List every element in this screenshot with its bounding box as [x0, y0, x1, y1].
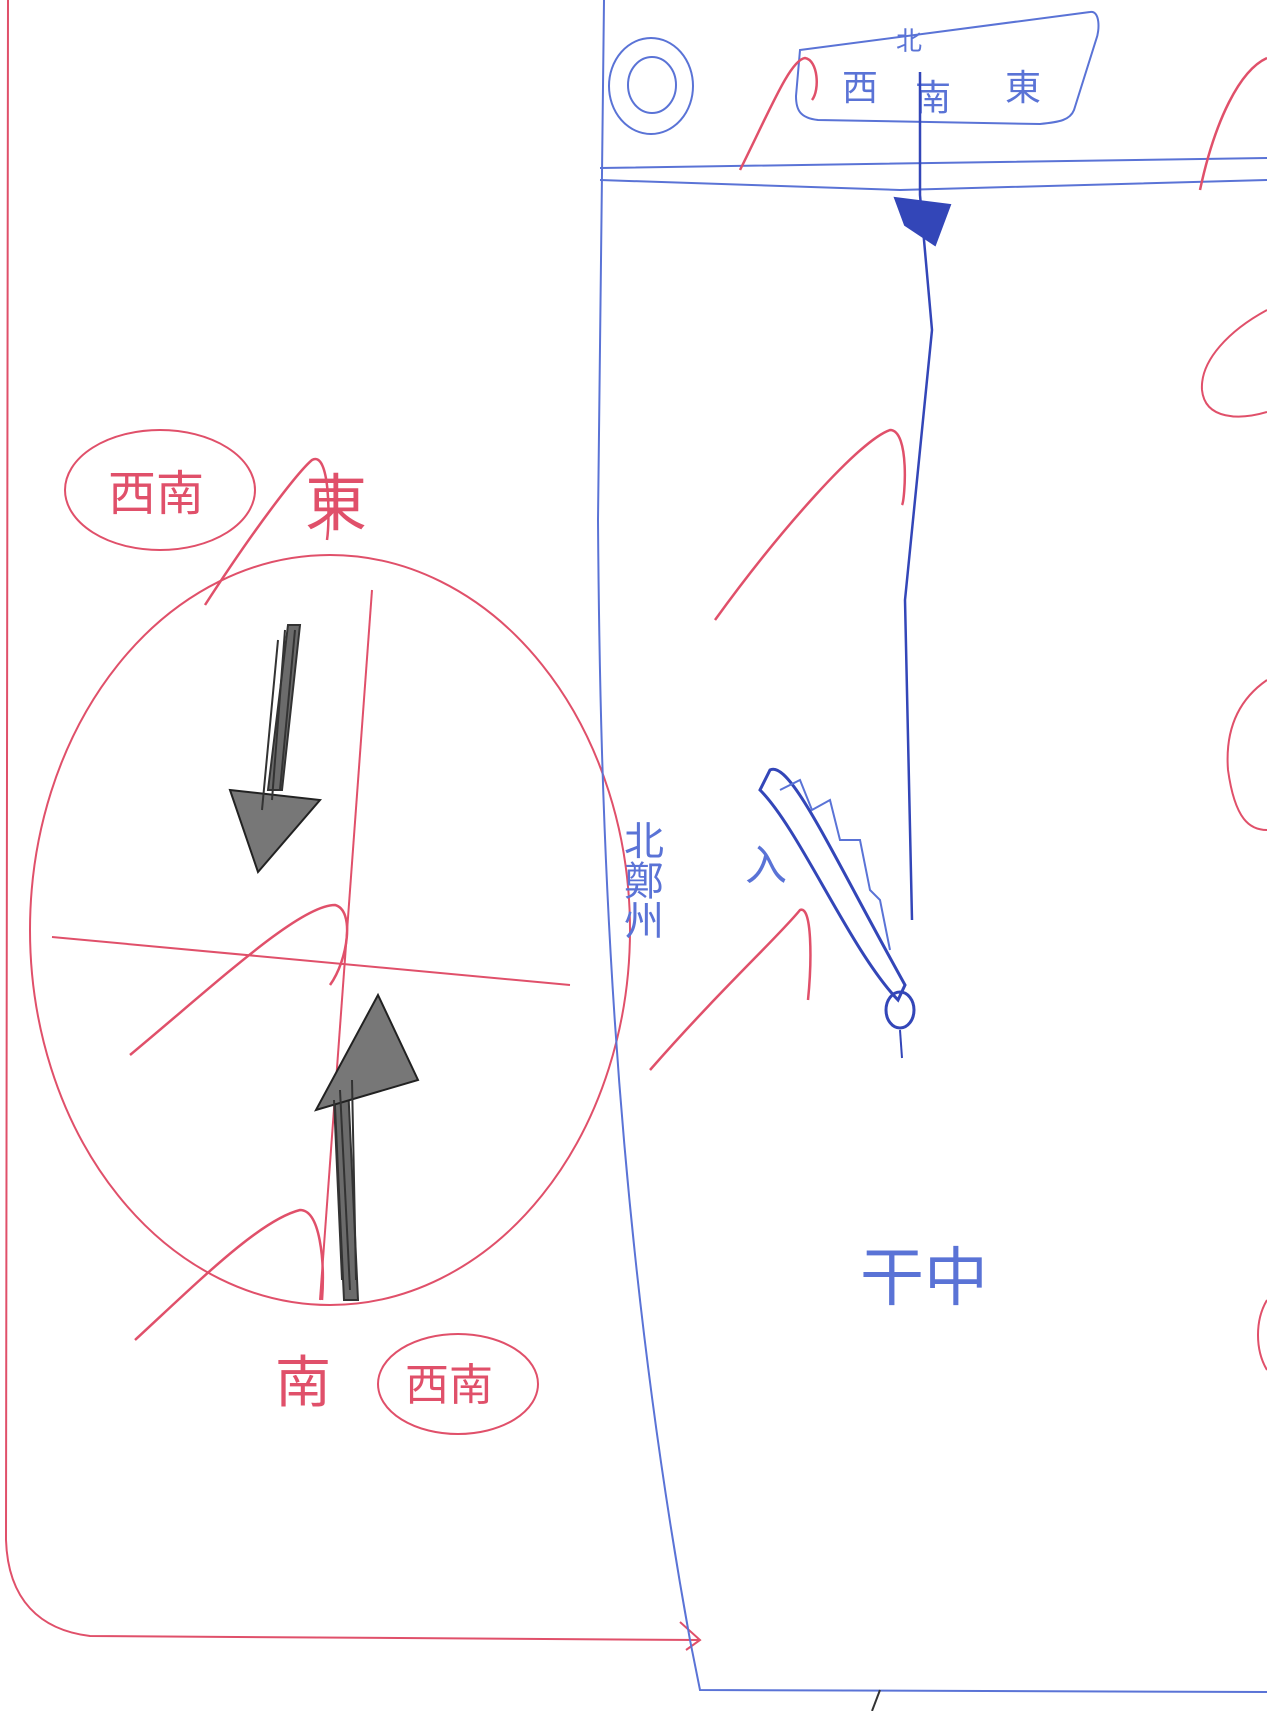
red-arc-right-1 — [1200, 309, 1267, 418]
left-bottom-char: 南 — [275, 1351, 331, 1416]
arrow-up-icon — [313, 992, 420, 1301]
circled-label-bottom — [377, 1333, 539, 1435]
top-box-mark: 北 — [896, 27, 922, 57]
red-hook-right-edge — [1198, 56, 1267, 191]
circle-horizontal-line — [51, 936, 571, 986]
top-box-char-west: 西 — [842, 68, 878, 109]
right-panel-frame — [596, 0, 1267, 1693]
red-hook-3 — [134, 1208, 325, 1341]
left-top-char: 東 — [305, 467, 367, 540]
pendulum-icon — [758, 767, 916, 1059]
top-label-box — [794, 10, 1100, 126]
red-arc-right-2 — [1226, 679, 1267, 831]
circle-icon — [608, 37, 694, 135]
left-panel-frame — [4, 0, 702, 1651]
red-hook-1 — [203, 457, 330, 606]
pendulum-string — [903, 72, 934, 921]
circled-label-bottom-text: 西南 — [405, 1360, 493, 1411]
compass-circle-icon — [29, 554, 631, 1306]
red-arc-right-3 — [1257, 1299, 1267, 1371]
vertical-label: 北鄭州 — [617, 820, 663, 940]
red-hook-2 — [129, 903, 349, 1056]
circled-label-top — [64, 429, 256, 551]
red-hook-4 — [713, 428, 907, 621]
top-box-char-east: 東 — [1005, 68, 1041, 109]
handwriting-bottom: 干中 — [860, 1242, 988, 1316]
arrow-mark: 入 — [745, 841, 787, 890]
circled-label-top-text: 西南 — [108, 466, 204, 522]
bottom-stroke — [871, 1689, 881, 1711]
red-hook-5 — [649, 908, 812, 1071]
red-hook-top — [738, 56, 818, 171]
pendulum-anchor — [893, 196, 952, 247]
header-divider — [599, 157, 1267, 192]
arrow-down-icon — [228, 624, 322, 874]
